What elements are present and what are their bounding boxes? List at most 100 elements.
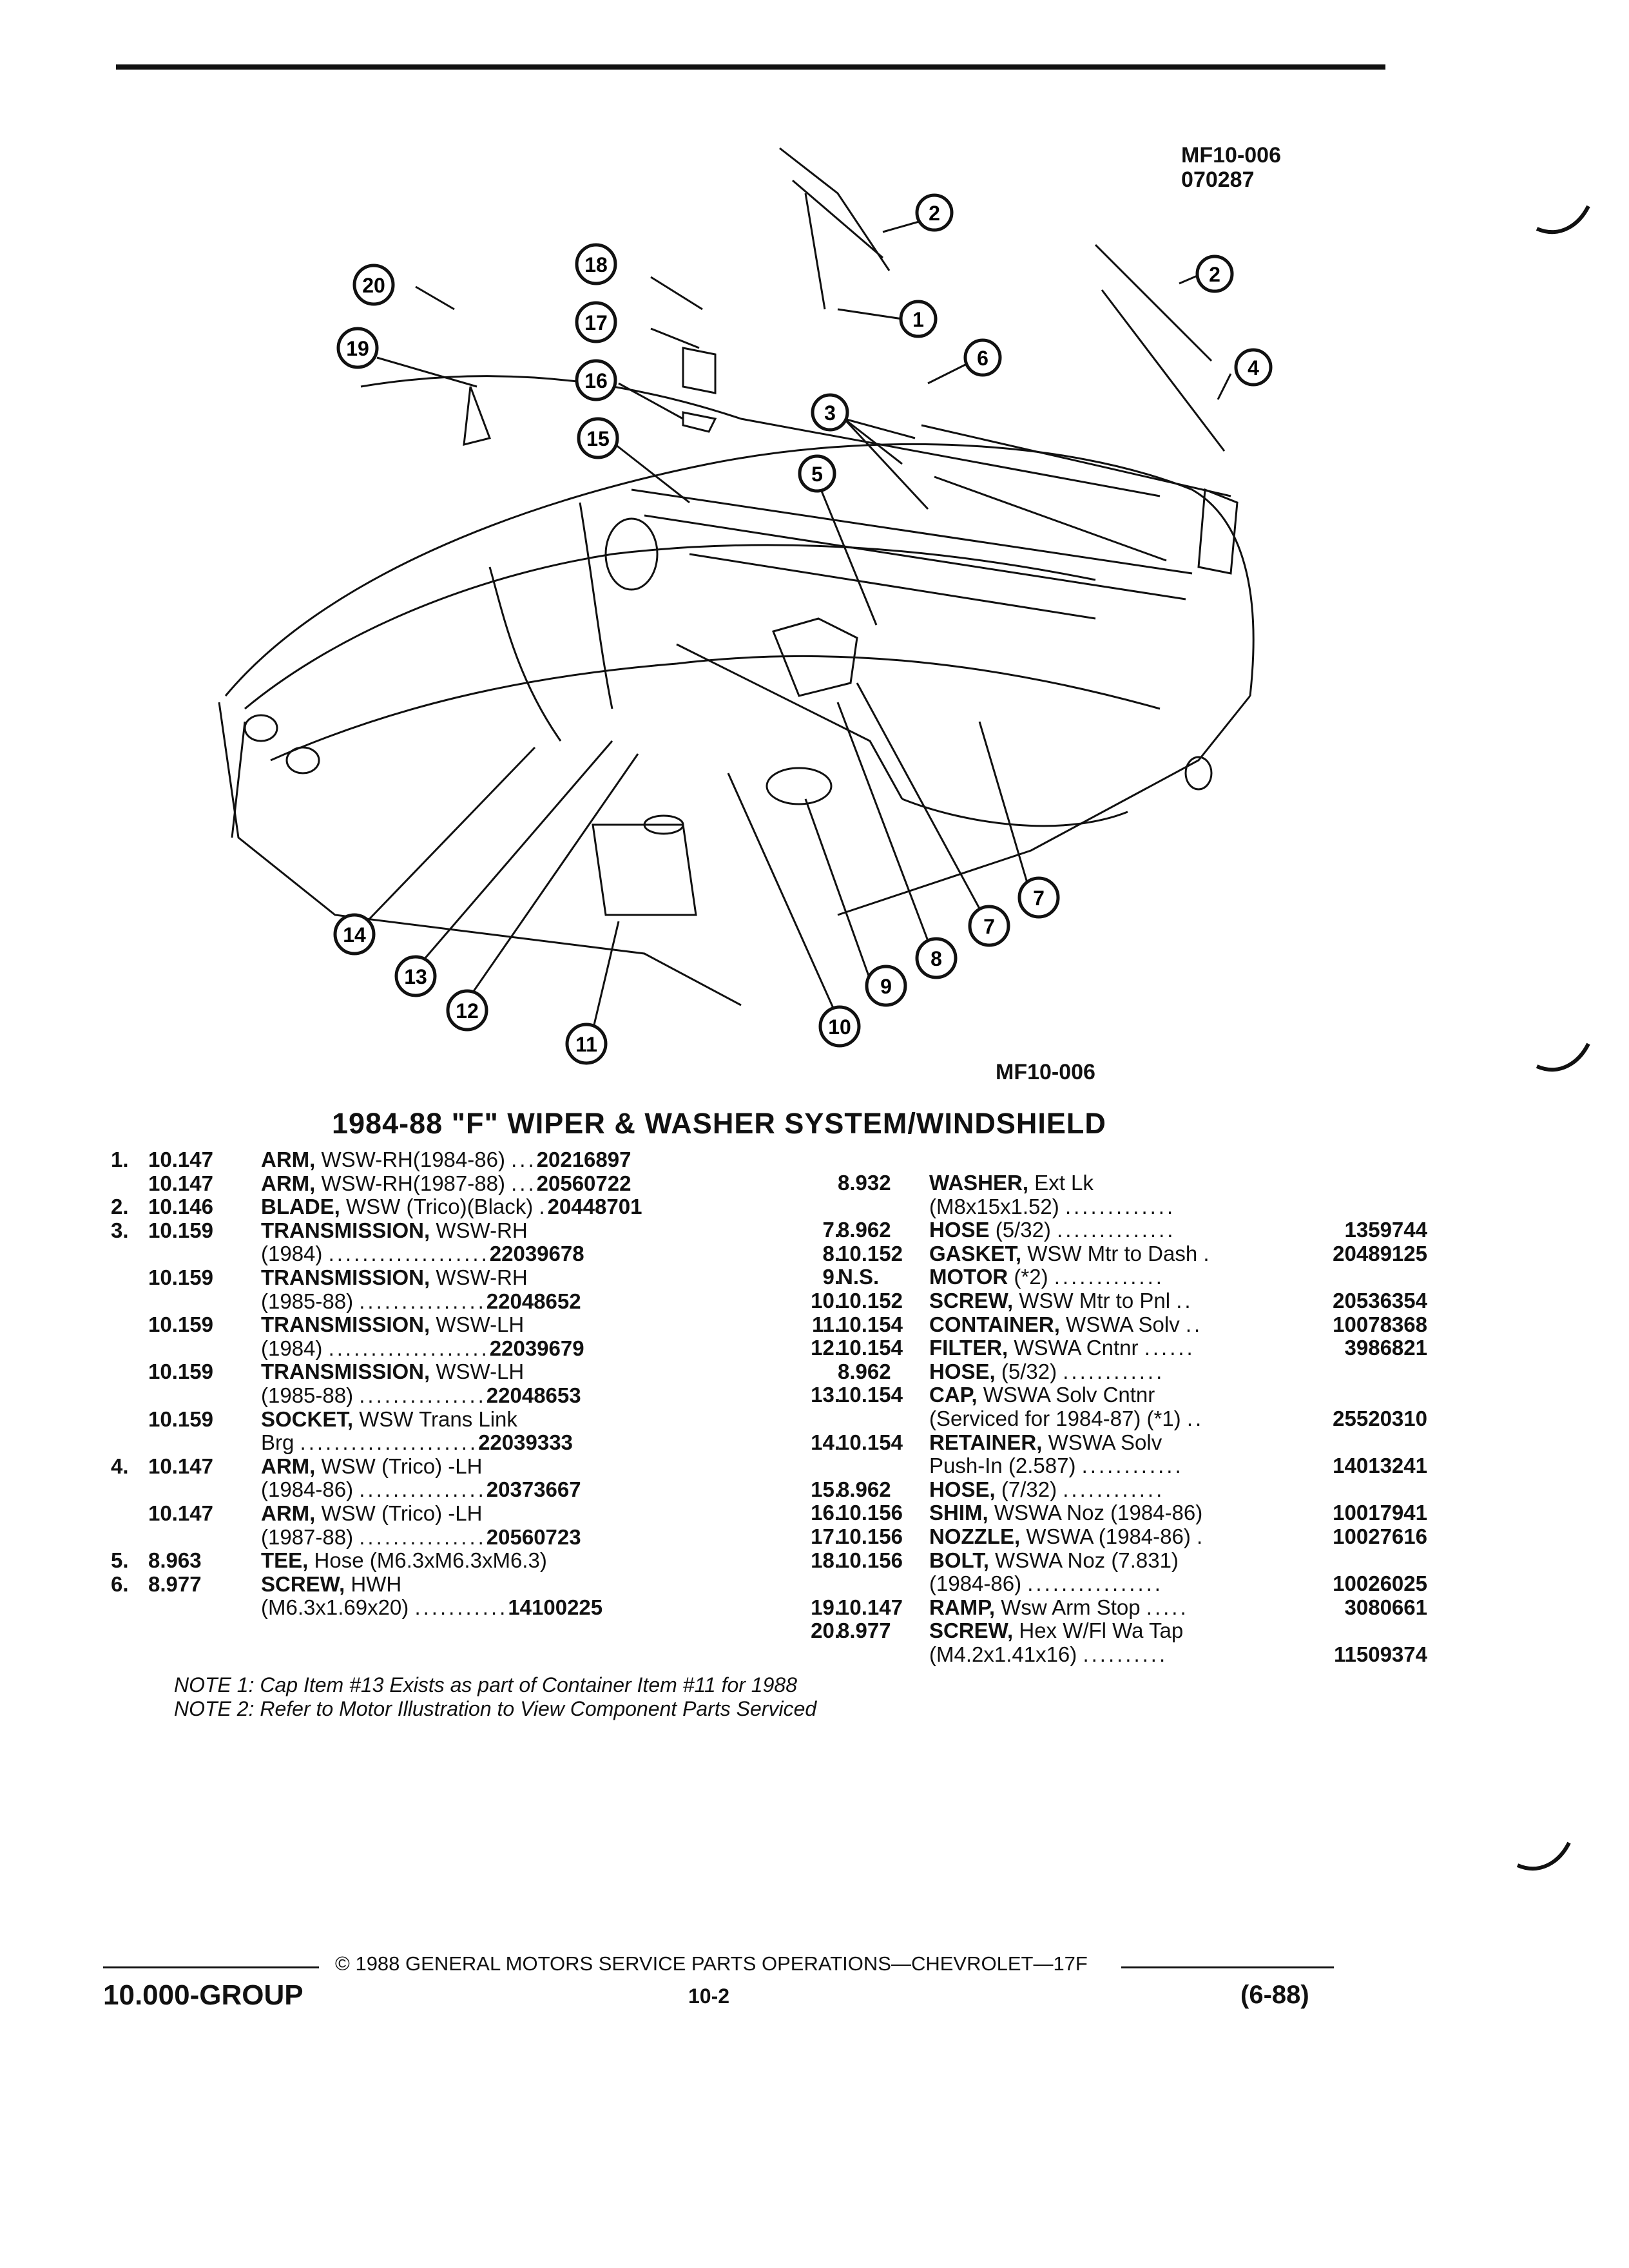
parts-row: (1984) ...................22039678 — [103, 1242, 747, 1266]
part-detail: WSW-RH — [430, 1265, 528, 1289]
parts-row: (1987-88) ...............20560723 — [103, 1525, 747, 1550]
leader-dots: .. — [1176, 1288, 1193, 1312]
part-detail: (M4.2x1.41x16) — [929, 1642, 1083, 1666]
leader-dots: .............. — [1057, 1218, 1176, 1242]
group-code: 10.147 — [838, 1595, 903, 1619]
part-name: SCREW, — [929, 1619, 1014, 1643]
part-detail: HWH — [345, 1571, 402, 1596]
figure-label: MF10-006 — [996, 1060, 1095, 1084]
footer-rule-left — [103, 1966, 319, 1968]
part-description: RETAINER, WSWA Solv — [929, 1430, 1162, 1455]
part-description: ARM, WSW-RH(1987-88) ...20560722 — [261, 1171, 631, 1196]
part-name: ARM, — [261, 1171, 316, 1195]
part-description: HOSE, (5/32) ............ — [929, 1360, 1164, 1384]
leader-dots: . — [1203, 1241, 1212, 1265]
part-name: BOLT, — [929, 1548, 989, 1572]
reference-code-line-1: MF10-006 — [1181, 143, 1281, 168]
leader-dots: ............ — [1063, 1477, 1165, 1501]
part-number: 14100225 — [508, 1595, 603, 1620]
group-code: 10.147 — [148, 1148, 213, 1171]
revision-date: (6-88) — [1240, 1981, 1309, 2009]
callout-3: 3 — [824, 401, 836, 425]
item-number: 8. — [822, 1241, 840, 1265]
parts-row: (1984-86) ................10026025 — [754, 1571, 1427, 1596]
part-detail: WSW-RH — [430, 1218, 528, 1242]
leader-dots: ...... — [1144, 1336, 1195, 1360]
item-number: 7. — [822, 1218, 840, 1242]
group-code: 10.159 — [148, 1407, 213, 1431]
part-detail: WSW-RH(1984-86) — [315, 1148, 512, 1171]
group-code: 8.962 — [838, 1359, 891, 1383]
part-detail: WSWA Noz (7.831) — [988, 1548, 1179, 1572]
part-number: 3080661 — [1344, 1595, 1427, 1619]
part-description: NOZZLE, WSWA (1984-86) . — [929, 1524, 1205, 1549]
part-detail: (1984) — [261, 1336, 329, 1360]
part-name: NOZZLE, — [929, 1524, 1021, 1548]
part-description: RAMP, Wsw Arm Stop ..... — [929, 1595, 1189, 1620]
callout-9: 9 — [880, 975, 892, 998]
part-detail: WSW Trans Link — [353, 1407, 517, 1431]
part-number: 22039678 — [489, 1242, 584, 1266]
page-number: 10-2 — [688, 1984, 730, 2008]
group-code: 8.977 — [838, 1619, 891, 1643]
group-number: 10.000-GROUP — [103, 1979, 304, 2011]
item-number: 18. — [811, 1548, 840, 1572]
group-code: 10.154 — [838, 1336, 903, 1360]
part-detail: Push-In (2.587) — [929, 1454, 1082, 1478]
group-code: 10.152 — [838, 1288, 903, 1312]
group-code: 10.156 — [838, 1548, 903, 1572]
part-description: Brg .....................22039333 — [261, 1430, 573, 1455]
callout-2-right: 2 — [1209, 263, 1220, 286]
group-code: 10.159 — [148, 1360, 213, 1384]
part-detail: (1985-88) — [261, 1289, 360, 1313]
part-name: SCREW, — [261, 1571, 345, 1596]
leader-dots: ............. — [1065, 1194, 1176, 1218]
item-number: 11. — [811, 1312, 840, 1336]
callout-11: 11 — [575, 1033, 597, 1056]
parts-row: (1984) ...................22039679 — [103, 1336, 747, 1361]
leader-dots: ........... — [414, 1595, 508, 1620]
item-number: 13. — [811, 1383, 840, 1407]
part-description: (1984-86) ................ — [929, 1571, 1163, 1596]
callout-8: 8 — [930, 947, 942, 970]
part-name: FILTER, — [929, 1336, 1008, 1360]
part-description: SCREW, WSW Mtr to Pnl .. — [929, 1289, 1193, 1313]
part-description: SCREW, Hex W/Fl Wa Tap — [929, 1619, 1183, 1643]
part-description: Push-In (2.587) ............ — [929, 1454, 1184, 1478]
leader-dots: ... — [511, 1171, 537, 1195]
part-name: MOTOR — [929, 1265, 1008, 1289]
part-detail: WSW-LH — [430, 1312, 525, 1337]
callout-14: 14 — [343, 923, 366, 947]
part-description: FILTER, WSWA Cntnr ...... — [929, 1336, 1195, 1360]
group-code: 10.159 — [148, 1265, 213, 1289]
group-code: 8.932 — [838, 1171, 891, 1195]
part-name: GASKET, — [929, 1241, 1022, 1265]
part-name: CONTAINER, — [929, 1312, 1060, 1336]
parts-row: (1984-86) ...............20373667 — [103, 1478, 747, 1502]
item-number: 19. — [811, 1595, 840, 1619]
part-number: 20536354 — [1333, 1288, 1427, 1312]
part-number: 22039679 — [489, 1336, 584, 1360]
part-name: SOCKET, — [261, 1407, 354, 1431]
leader-dots: . — [539, 1195, 548, 1219]
part-name: ARM, — [261, 1148, 316, 1171]
leader-dots: ..... — [1146, 1595, 1189, 1619]
part-description: ARM, WSW (Trico) -LH — [261, 1501, 482, 1526]
part-number: 14013241 — [1333, 1454, 1427, 1478]
part-number: 11509374 — [1333, 1642, 1427, 1666]
part-name: TRANSMISSION, — [261, 1360, 430, 1384]
group-code: 10.147 — [148, 1454, 213, 1478]
